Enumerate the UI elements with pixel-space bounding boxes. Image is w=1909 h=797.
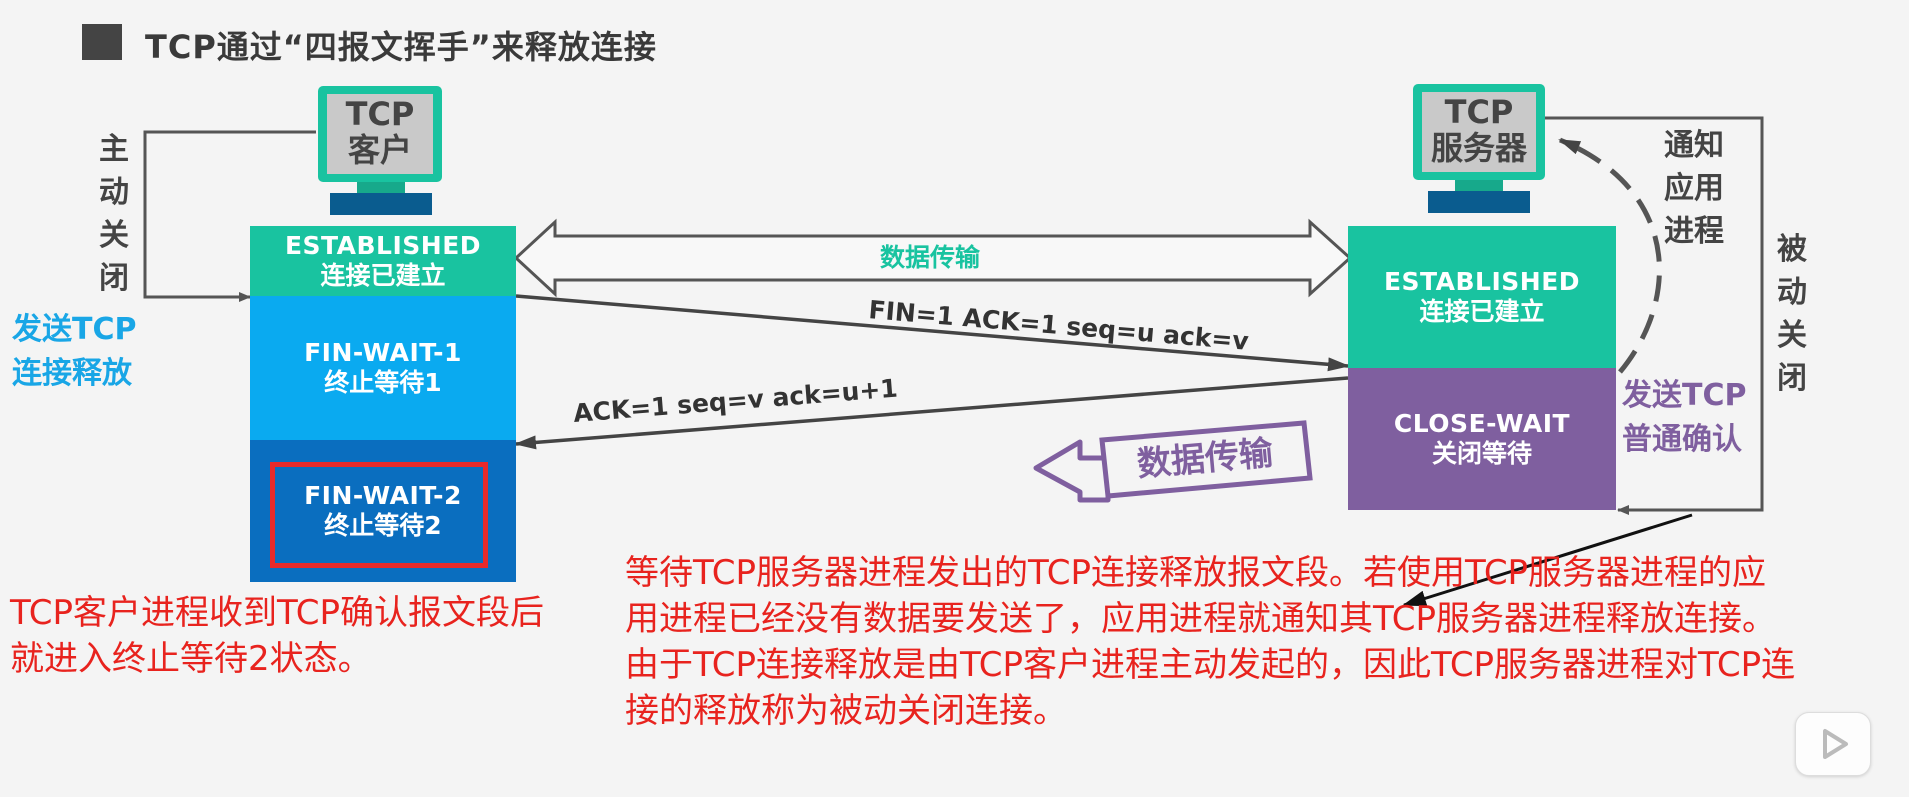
send-ack-label: 发送TCP 普通确认 bbox=[1622, 374, 1746, 462]
server-data-transfer-arrow bbox=[1033, 420, 1313, 503]
server-established-en: ESTABLISHED bbox=[1383, 266, 1581, 296]
client-note: TCP客户进程收到TCP确认报文段后 就进入终止等待2状态。 bbox=[10, 590, 610, 682]
play-button[interactable] bbox=[1795, 712, 1871, 776]
passive-close-char: 被 bbox=[1777, 232, 1807, 267]
client-monitor-label-line1: TCP bbox=[345, 95, 415, 133]
passive-close-char: 动 bbox=[1777, 275, 1807, 310]
active-close-char: 动 bbox=[99, 175, 129, 210]
server-note-line: 用进程已经没有数据要发送了，应用进程就通知其TCP服务器进程释放连接。 bbox=[625, 599, 1777, 639]
server-note: 等待TCP服务器进程发出的TCP连接释放报文段。若使用TCP服务器进程的应 用进… bbox=[625, 550, 1909, 734]
active-close-label: 主 动 关 闭 bbox=[94, 128, 134, 300]
client-established-en: ESTABLISHED bbox=[284, 230, 482, 260]
title-square-icon bbox=[82, 24, 122, 60]
active-close-char: 主 bbox=[99, 132, 129, 167]
notify-app-label: 通知 应用 进程 bbox=[1662, 124, 1726, 253]
server-monitor-label-line2: 服务器 bbox=[1430, 129, 1527, 167]
send-release-line: 连接释放 bbox=[12, 356, 132, 391]
play-icon bbox=[1823, 729, 1848, 759]
passive-close-char: 闭 bbox=[1777, 361, 1807, 396]
client-monitor-label-line2: 客户 bbox=[347, 131, 412, 169]
passive-close-char: 关 bbox=[1777, 318, 1807, 353]
notify-app-line: 进程 bbox=[1664, 214, 1724, 249]
ack-segment-label: ACK=1 seq=v ack=u+1 bbox=[572, 374, 898, 428]
client-monitor-icon bbox=[318, 86, 442, 215]
fin-wait-1-cn: 终止等待1 bbox=[324, 368, 442, 397]
data-transfer-label: 数据传输 bbox=[880, 243, 981, 272]
fin-wait-1-en: FIN-WAIT-1 bbox=[304, 337, 462, 367]
server-note-line: 由于TCP连接释放是由TCP客户进程主动发起的，因此TCP服务器进程对TCP连 bbox=[625, 645, 1796, 685]
passive-close-label: 被 动 关 闭 bbox=[1772, 228, 1812, 400]
client-monitor-label: TCP 客户 bbox=[327, 96, 433, 168]
page-title: TCP通过“四报文挥手”来释放连接 bbox=[145, 28, 657, 66]
client-established-cn: 连接已建立 bbox=[320, 261, 446, 290]
server-state-established: ESTABLISHED 连接已建立 bbox=[1348, 226, 1616, 368]
fin-segment-label: FIN=1 ACK=1 seq=u ack=v bbox=[867, 295, 1249, 356]
active-close-char: 闭 bbox=[99, 261, 129, 296]
notify-app-line: 通知 bbox=[1664, 128, 1724, 163]
send-ack-line: 发送TCP bbox=[1622, 378, 1747, 413]
notify-app-line: 应用 bbox=[1664, 171, 1724, 206]
send-ack-line: 普通确认 bbox=[1622, 422, 1742, 457]
client-state-established: ESTABLISHED 连接已建立 bbox=[250, 226, 516, 296]
fin-wait-2-en: FIN-WAIT-2 bbox=[304, 480, 462, 510]
client-note-line: 就进入终止等待2状态。 bbox=[10, 639, 372, 679]
server-monitor-label: TCP 服务器 bbox=[1422, 94, 1536, 166]
fin-wait-2-highlight-box bbox=[270, 462, 488, 568]
server-established-cn: 连接已建立 bbox=[1419, 297, 1545, 326]
server-monitor-label-line1: TCP bbox=[1444, 93, 1514, 131]
fin-wait-2-cn: 终止等待2 bbox=[324, 511, 442, 540]
server-note-line: 接的释放称为被动关闭连接。 bbox=[625, 691, 1067, 731]
close-wait-en: CLOSE-WAIT bbox=[1393, 408, 1571, 438]
send-release-line: 发送TCP bbox=[12, 312, 137, 347]
server-note-line: 等待TCP服务器进程发出的TCP连接释放报文段。若使用TCP服务器进程的应 bbox=[625, 553, 1767, 593]
close-wait-cn: 关闭等待 bbox=[1431, 439, 1532, 468]
server-state-close-wait: CLOSE-WAIT 关闭等待 bbox=[1348, 368, 1616, 510]
client-state-fin-wait-1: FIN-WAIT-1 终止等待1 bbox=[250, 296, 516, 440]
server-monitor-icon bbox=[1413, 84, 1545, 213]
client-note-line: TCP客户进程收到TCP确认报文段后 bbox=[10, 593, 545, 633]
active-close-char: 关 bbox=[99, 218, 129, 253]
send-release-label: 发送TCP 连接释放 bbox=[12, 308, 136, 396]
